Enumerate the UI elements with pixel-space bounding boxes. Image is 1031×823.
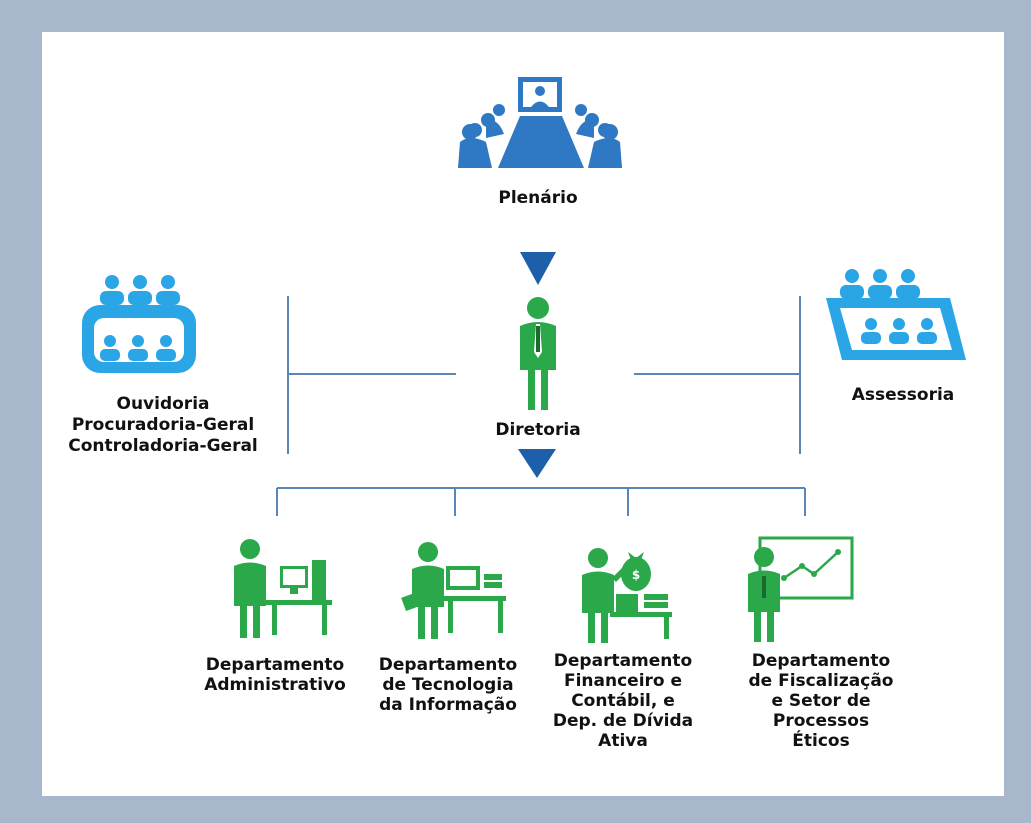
office-computer-icon [234,539,332,638]
department-label-line: de Fiscalização [748,671,894,691]
executive-person-icon [520,297,556,410]
group-board-icon [826,269,966,360]
department-label-line: Departamento [205,655,345,675]
meeting-room-icon [458,77,622,168]
diretoria-label: Diretoria [495,420,581,440]
department-label-tecnologia: Departamento de Tecnologia da Informação [368,655,528,715]
plenario-label: Plenário [498,188,578,208]
department-label-line: Departamento [378,655,518,675]
department-label-line: de Tecnologia [382,675,514,695]
department-label-line: Processos [772,711,870,731]
department-label-line: Financeiro e [563,671,683,691]
department-label-line: Contábil, e [571,691,675,711]
department-label-line: Éticos [792,731,850,751]
department-label-administrativo: Departamento Administrativo [195,655,355,695]
svg-text:$: $ [632,568,640,582]
department-label-line: e Setor de [771,691,871,711]
procuradoria-label: Procuradoria-Geral [71,415,255,435]
arrow-down-icon [520,252,556,285]
ouvidoria-label-group: Ouvidoria Procuradoria-Geral Controlador… [58,394,268,457]
arrow-down-icon [518,449,556,478]
controladoria-label: Controladoria-Geral [68,436,258,456]
department-label-fiscalizacao: Departamento de Fiscalização e Setor de … [738,651,904,751]
department-label-line: Ativa [598,731,648,751]
money-bag-icon: $ [582,548,672,643]
connector-lines [276,296,806,516]
department-label-line: Departamento [751,651,891,671]
department-label-line: Administrativo [204,675,346,695]
department-label-financeiro: Departamento Financeiro e Contábil, e De… [543,651,703,751]
department-label-line: Dep. de Dívida [552,711,694,731]
department-label-line: Departamento [553,651,693,671]
assessoria-label: Assessoria [851,385,955,405]
group-table-icon [82,275,196,373]
growth-chart-icon [748,536,854,642]
ouvidoria-label: Ouvidoria [116,394,210,414]
department-label-line: da Informação [379,695,517,715]
it-workstation-icon [401,542,506,639]
